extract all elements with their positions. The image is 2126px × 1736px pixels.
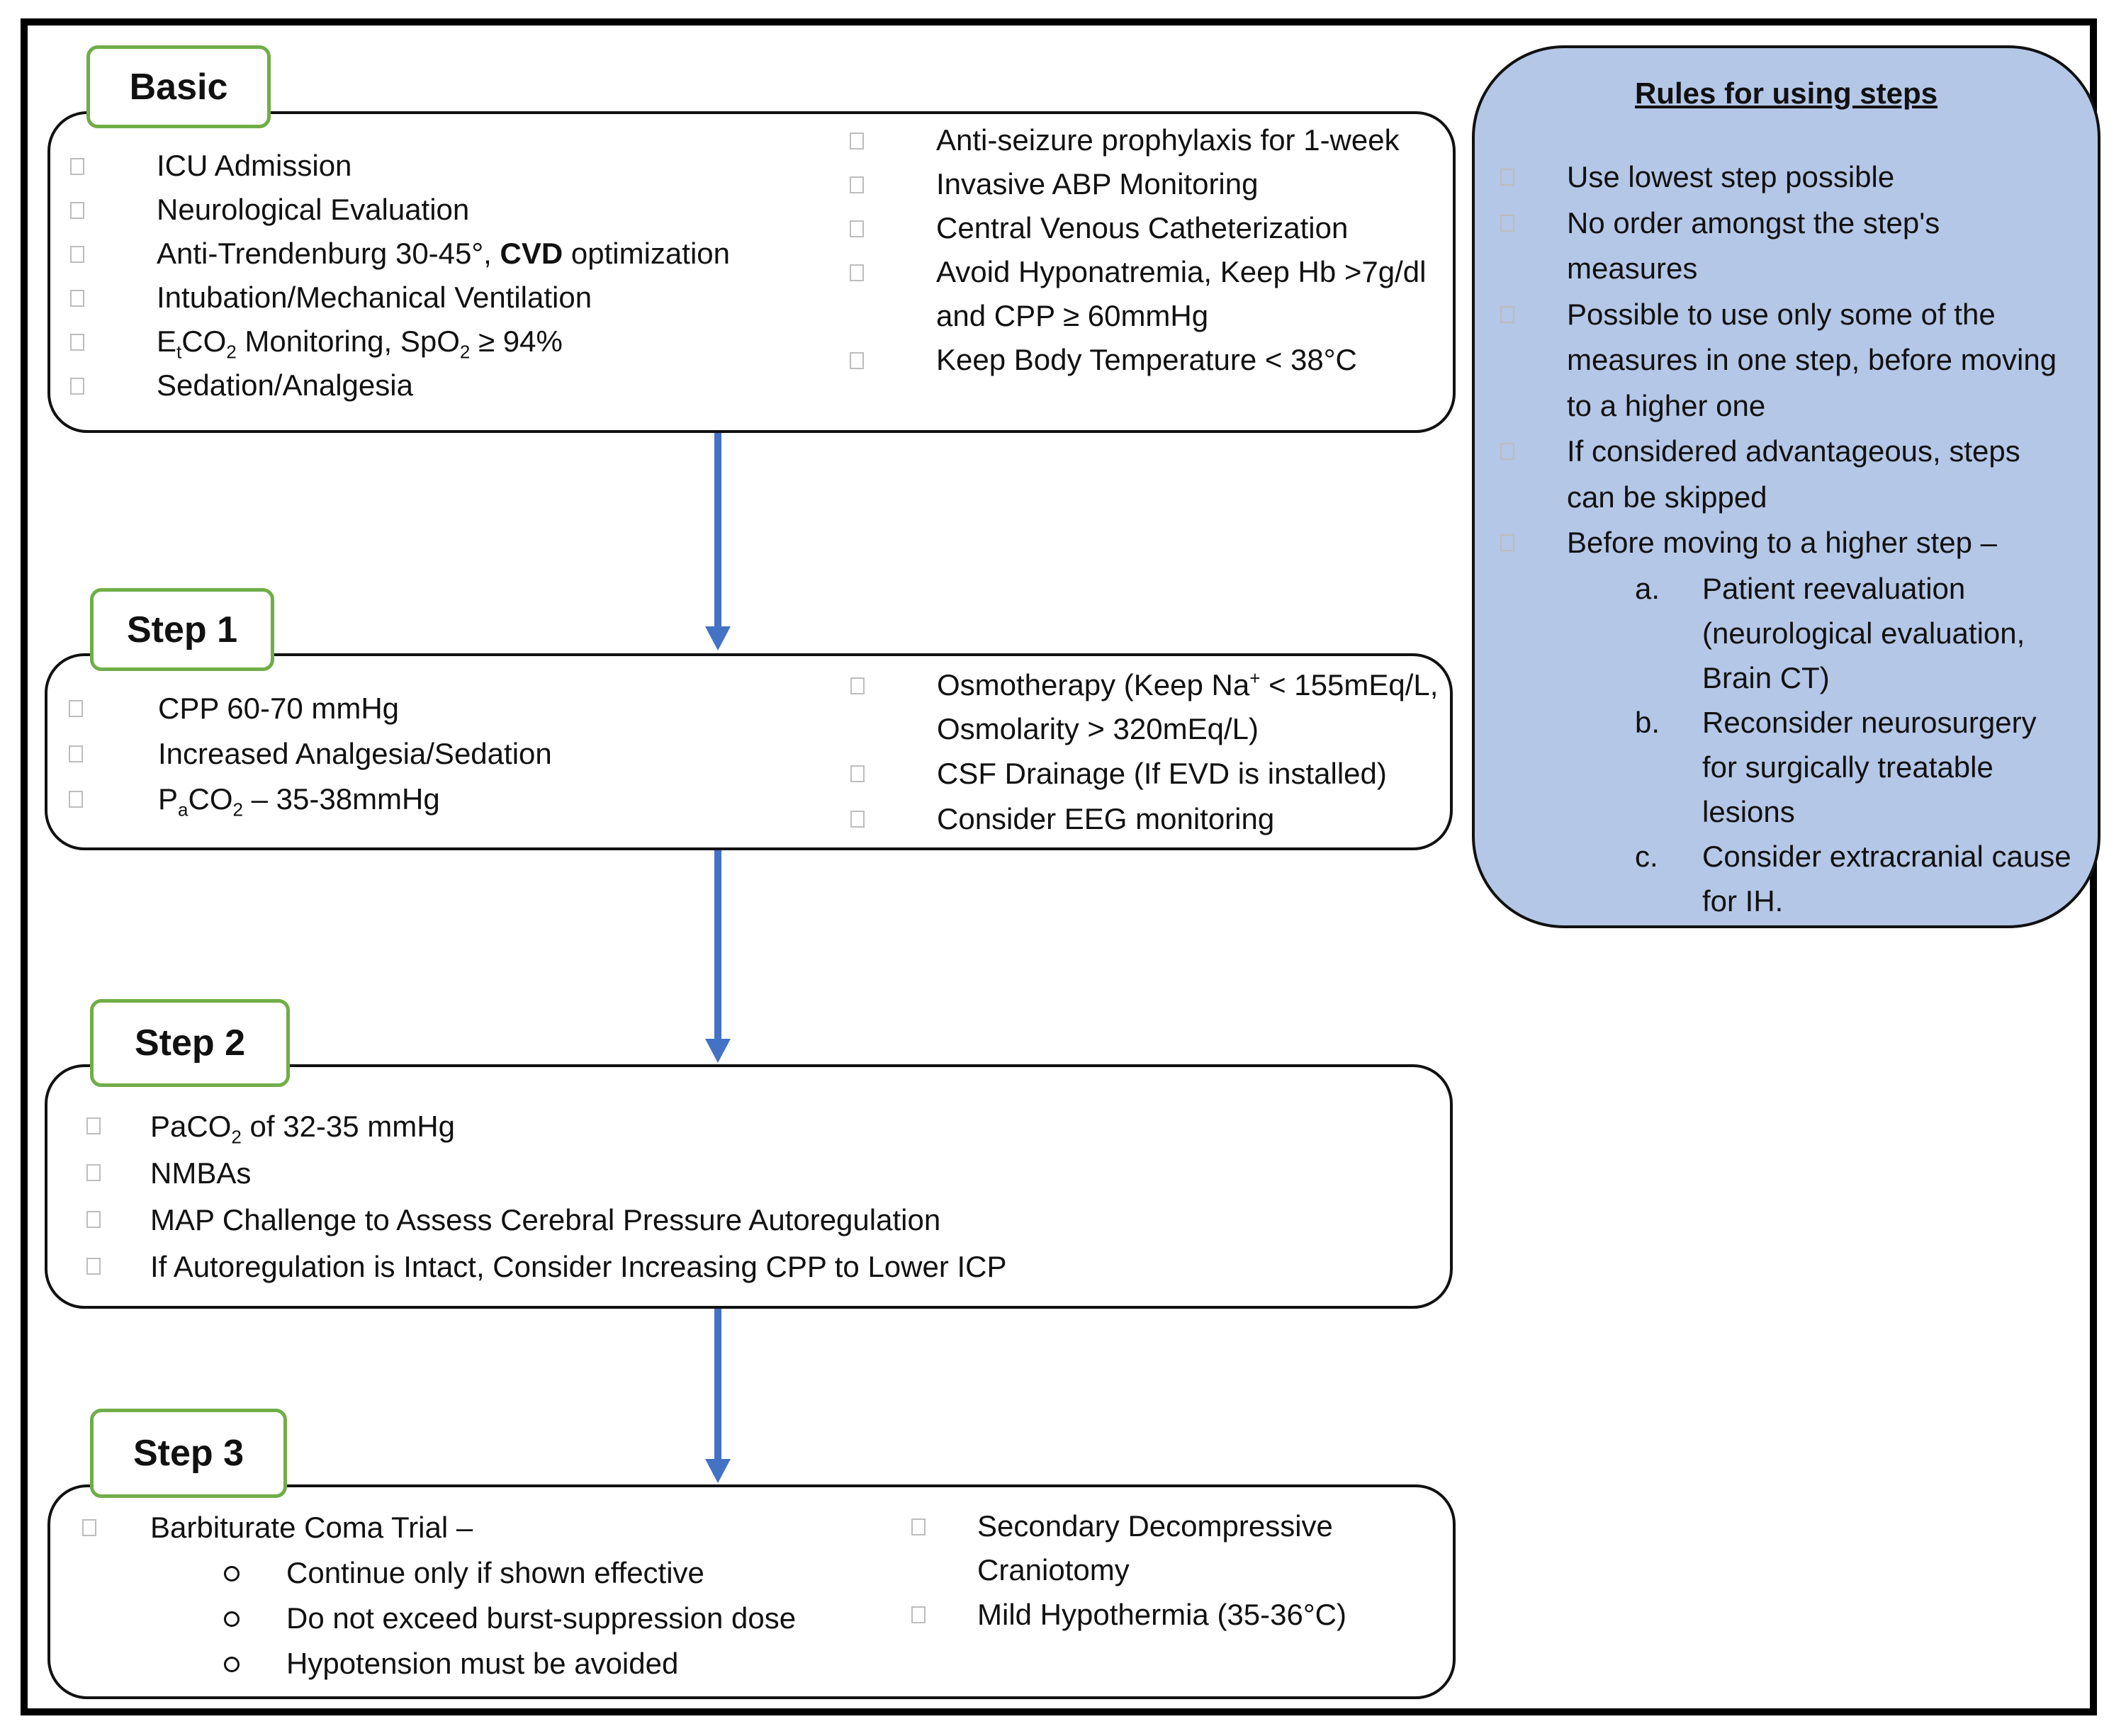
bullet-circle-icon	[224, 1611, 240, 1627]
list-item: MAP Challenge to Assess Cerebral Pressur…	[86, 1197, 1007, 1244]
item-letter: c.	[1635, 839, 1658, 873]
checkbox-icon	[82, 1519, 96, 1536]
list-item: EtCO2 Monitoring, SpO2 ≥ 94%	[70, 320, 730, 363]
checkbox-icon	[1500, 443, 1514, 460]
list-item: Increased Analgesia/Sedation	[69, 731, 552, 777]
checkbox-icon	[850, 677, 865, 694]
rules-title: Rules for using steps	[1634, 77, 1938, 110]
checkbox-icon	[850, 220, 864, 237]
checkbox-icon	[850, 765, 865, 782]
checkbox-icon	[850, 811, 865, 828]
list-item: If Autoregulation is Intact, Consider In…	[86, 1244, 1007, 1290]
checkbox-icon	[70, 290, 84, 307]
step2-tab: Step 2	[90, 999, 290, 1087]
list-item: Before moving to a higher step –	[1500, 520, 2071, 566]
bullet-circle-icon	[224, 1566, 240, 1582]
item-letter: b.	[1635, 705, 1660, 739]
checkbox-icon	[911, 1518, 926, 1535]
step2-panel: PaCO2 of 32-35 mmHg NMBAs MAP Challenge …	[45, 1064, 1453, 1309]
list-item: ICU Admission	[70, 144, 730, 188]
step1-left-list: CPP 60-70 mmHg Increased Analgesia/Sedat…	[69, 686, 552, 822]
step2-list: PaCO2 of 32-35 mmHg NMBAs MAP Challenge …	[86, 1103, 1007, 1290]
step1-panel: CPP 60-70 mmHg Increased Analgesia/Sedat…	[45, 653, 1453, 850]
checkbox-icon	[86, 1117, 101, 1134]
step1-right-list: Osmotherapy (Keep Na+ < 155mEq/L,Osmolar…	[850, 663, 1438, 842]
checkbox-icon	[70, 202, 84, 219]
checkbox-icon	[1500, 534, 1514, 551]
checkbox-icon	[850, 176, 864, 193]
checkbox-icon	[69, 745, 83, 762]
list-item: PaCO2 of 32-35 mmHg	[86, 1103, 1007, 1150]
sub-item: Hypotension must be avoided	[82, 1641, 796, 1686]
list-item: Barbiturate Coma Trial –	[82, 1505, 796, 1550]
checkbox-icon	[86, 1258, 101, 1275]
list-item: Anti-Trendenburg 30-45°, CVD optimizatio…	[70, 232, 730, 276]
checkbox-icon	[1500, 305, 1514, 323]
checkbox-icon	[850, 264, 864, 281]
list-item: Anti-seizure prophylaxis for 1-week	[850, 118, 1426, 162]
list-item: Intubation/Mechanical Ventilation	[70, 276, 730, 320]
list-item: PaCO2 – 35-38mmHg	[69, 777, 552, 822]
list-item: Use lowest step possible	[1500, 154, 2071, 201]
arrow-head-icon	[705, 1459, 731, 1483]
bullet-circle-icon	[224, 1657, 240, 1672]
list-item: NMBAs	[86, 1150, 1007, 1197]
checkbox-icon	[86, 1164, 101, 1181]
lettered-item: a.Patient reevaluation(neurological eval…	[1500, 566, 2071, 700]
checkbox-icon	[850, 352, 864, 369]
checkbox-icon	[1500, 169, 1514, 186]
sub-item: Continue only if shown effective	[82, 1550, 796, 1596]
list-item: Sedation/Analgesia	[70, 363, 730, 407]
sub-item: Do not exceed burst-suppression dose	[82, 1596, 796, 1641]
step3-left-list: Barbiturate Coma Trial – Continue only i…	[82, 1505, 796, 1686]
list-item: Central Venous Catheterization	[850, 206, 1426, 250]
checkbox-icon	[70, 158, 84, 175]
checkbox-icon	[850, 133, 864, 150]
step1-tab: Step 1	[90, 588, 274, 671]
list-item: Invasive ABP Monitoring	[850, 162, 1426, 206]
checkbox-icon	[911, 1606, 926, 1623]
list-item: CPP 60-70 mmHg	[69, 686, 552, 731]
basic-left-list: ICU Admission Neurological Evaluation An…	[70, 144, 730, 407]
list-item: Keep Body Temperature < 38°C	[850, 338, 1426, 382]
arrow-head-icon	[705, 626, 731, 650]
arrow-head-icon	[705, 1039, 731, 1063]
list-item: Mild Hypothermia (35-36°C)	[911, 1592, 1346, 1638]
rules-panel: Rules for using steps Use lowest step po…	[1472, 45, 2100, 928]
rules-list: Use lowest step possible No order amongs…	[1500, 154, 2071, 923]
basic-tab: Basic	[86, 45, 271, 128]
list-item: Osmotherapy (Keep Na+ < 155mEq/L,Osmolar…	[850, 663, 1438, 751]
list-item: CSF Drainage (If EVD is installed)	[850, 751, 1438, 796]
checkbox-icon	[69, 700, 83, 717]
basic-panel: ICU Admission Neurological Evaluation An…	[47, 111, 1456, 433]
list-item: Consider EEG monitoring	[850, 796, 1438, 842]
step3-panel: Barbiturate Coma Trial – Continue only i…	[47, 1484, 1456, 1699]
checkbox-icon	[70, 246, 84, 263]
checkbox-icon	[1500, 214, 1514, 232]
checkbox-icon	[70, 378, 84, 395]
checkbox-icon	[69, 791, 83, 808]
step3-tab: Step 3	[90, 1409, 287, 1498]
checkbox-icon	[70, 334, 84, 351]
checkbox-icon	[86, 1211, 101, 1228]
basic-right-list: Anti-seizure prophylaxis for 1-week Inva…	[850, 118, 1426, 382]
list-item: Neurological Evaluation	[70, 188, 730, 232]
item-letter: a.	[1635, 571, 1660, 605]
